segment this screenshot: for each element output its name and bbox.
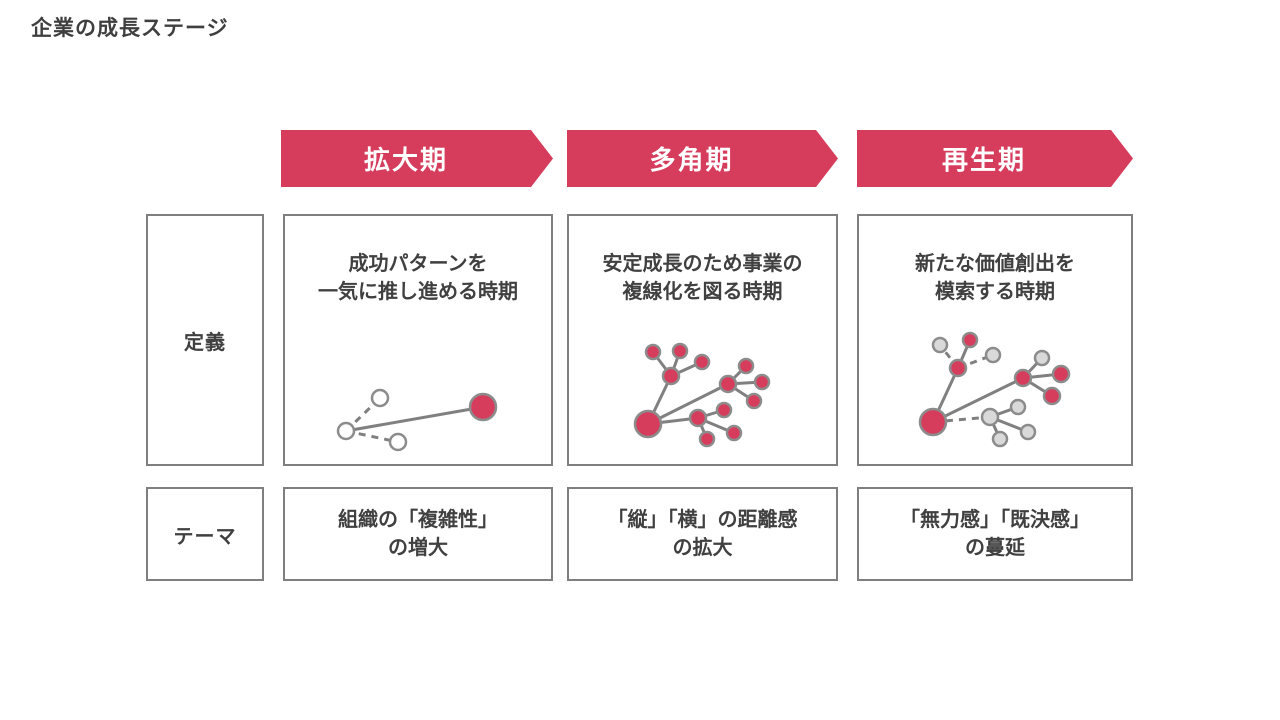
theme-expansion-line2: の増大 <box>388 537 448 559</box>
theme-expansion-text: 組織の「複雑性」の増大 <box>338 506 498 562</box>
stage-header-regeneration-label: 再生期 <box>941 145 1026 175</box>
row-label-definition: 定義 <box>146 214 264 466</box>
row-label-theme-text: テーマ <box>173 525 237 548</box>
definition-cell-diversification: 安定成長のため事業の 複線化を図る時期 <box>567 214 838 466</box>
definition-diversification-line1: 安定成長のため事業の <box>602 253 803 275</box>
stage-header-diversification-label: 多角期 <box>649 145 734 175</box>
theme-regeneration-text: 「無力感」「既決感」の蔓延 <box>900 506 1090 562</box>
stage-header-expansion: 拡大期 <box>281 130 553 187</box>
theme-expansion-line1: 組織の「複雑性」 <box>338 509 498 531</box>
stage-header-regeneration: 再生期 <box>857 130 1133 187</box>
theme-cell-regeneration: 「無力感」「既決感」の蔓延 <box>857 487 1133 581</box>
theme-regeneration-line2: の蔓延 <box>965 537 1025 559</box>
row-label-theme: テーマ <box>146 487 264 581</box>
definition-cell-expansion: 成功パターンを 一気に推し進める時期 <box>283 214 553 466</box>
definition-expansion-line2: 一気に推し進める時期 <box>318 281 518 303</box>
theme-cell-expansion: 組織の「複雑性」の増大 <box>283 487 553 581</box>
row-label-definition-text: 定義 <box>184 331 226 354</box>
definition-regeneration-line2: 模索する時期 <box>935 281 1055 303</box>
stage-header-expansion-label: 拡大期 <box>363 145 448 175</box>
definition-regeneration-line1: 新たな価値創出を <box>915 253 1075 275</box>
stage-header-diversification: 多角期 <box>567 130 838 187</box>
theme-diversification-line2: の拡大 <box>672 537 733 559</box>
definition-diversification-line2: 複線化を図る時期 <box>622 281 783 303</box>
theme-cell-diversification: 「縦」「横」の距離感の拡大 <box>567 487 838 581</box>
theme-diversification-line1: 「縦」「横」の距離感 <box>607 509 798 531</box>
page-title: 企業の成長ステージ <box>31 17 229 40</box>
theme-diversification-text: 「縦」「横」の距離感の拡大 <box>608 506 798 562</box>
definition-expansion-line1: 成功パターンを <box>348 253 488 275</box>
theme-regeneration-line1: 「無力感」「既決感」 <box>900 509 1090 531</box>
definition-cell-regeneration: 新たな価値創出を 模索する時期 <box>857 214 1133 466</box>
